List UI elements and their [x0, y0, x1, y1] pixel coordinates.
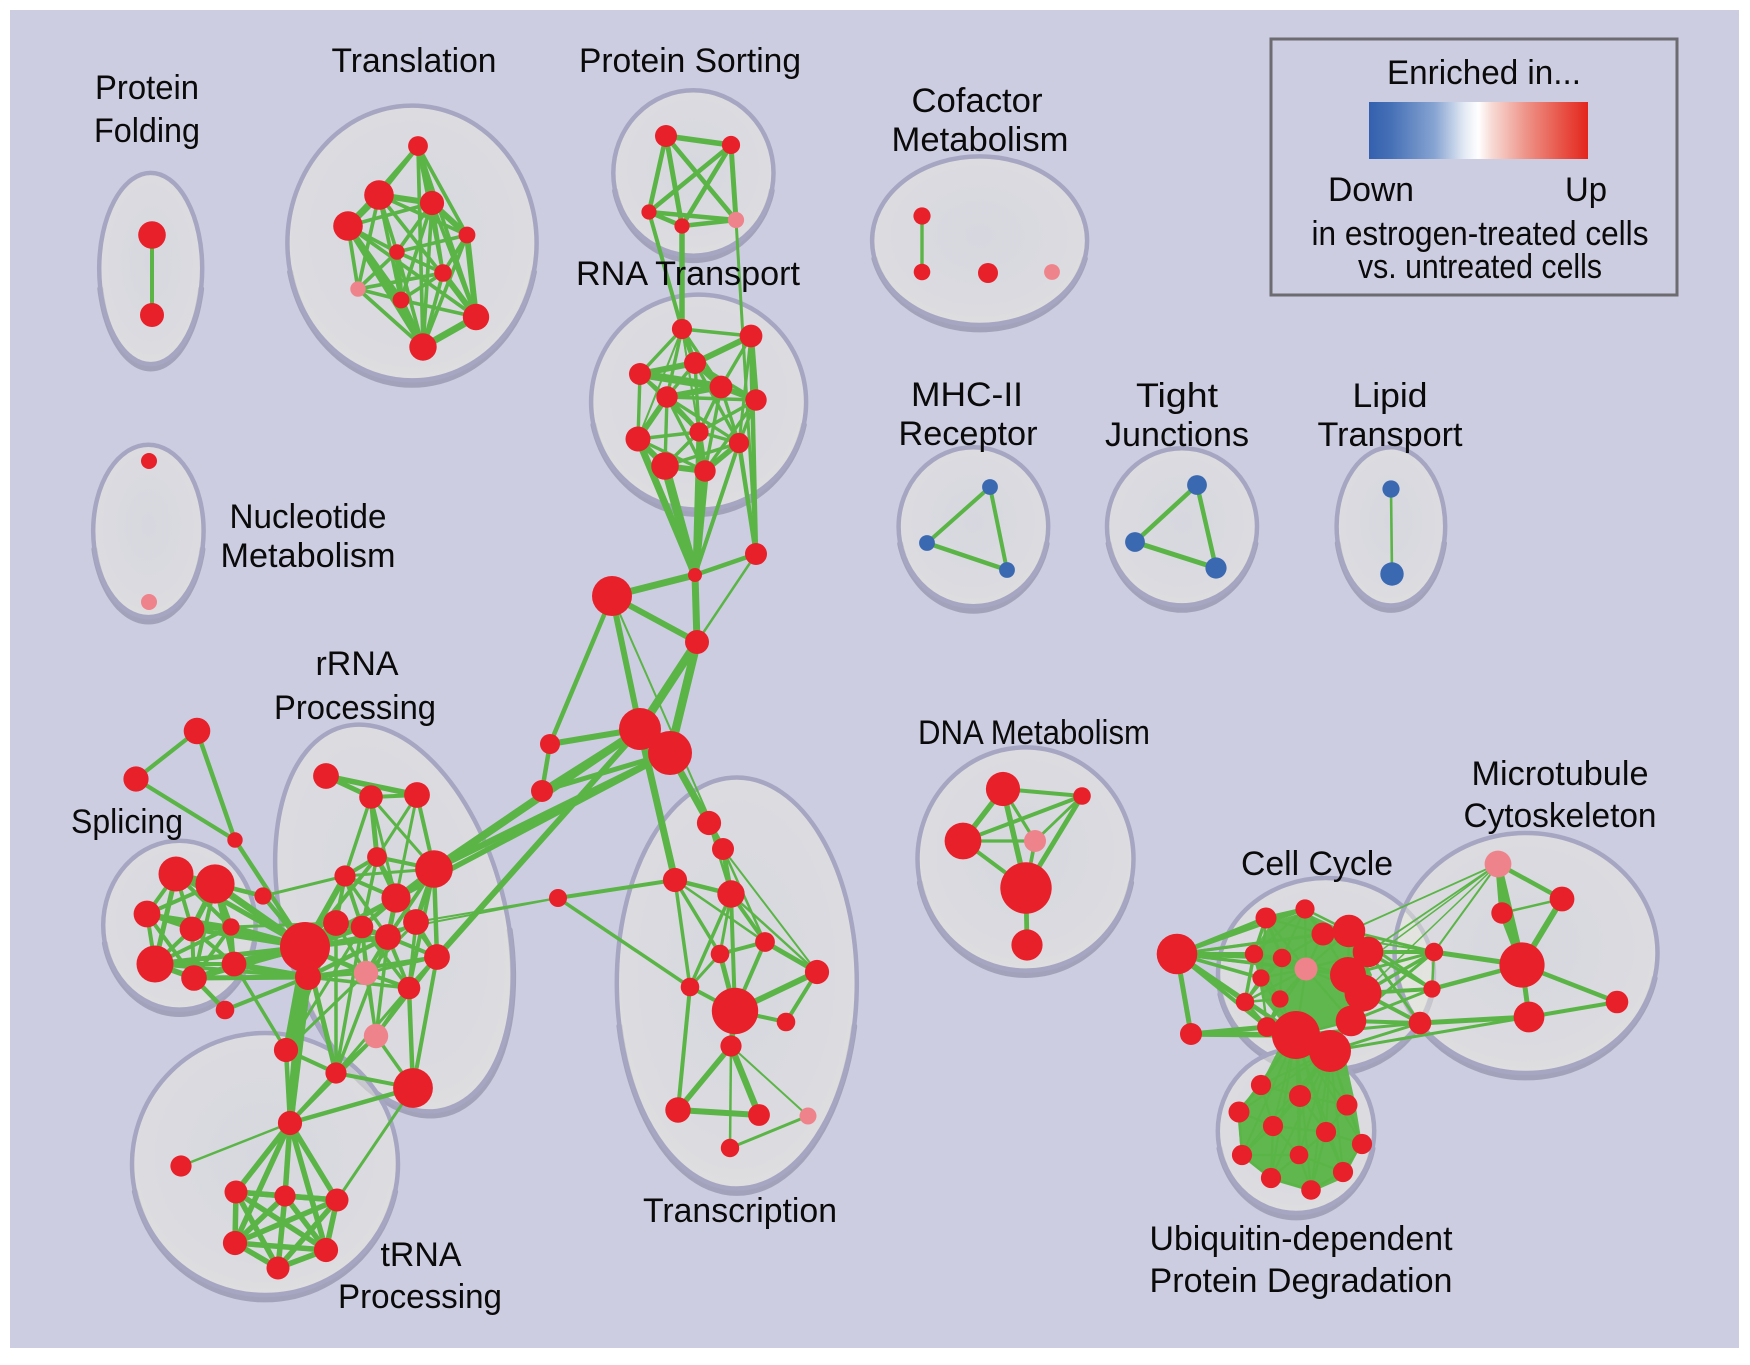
svg-text:Enriched in...: Enriched in... — [1387, 54, 1581, 92]
svg-text:Protein Sorting: Protein Sorting — [579, 42, 801, 80]
svg-text:RNA Transport: RNA Transport — [576, 255, 801, 293]
svg-text:MHC-II: MHC-II — [911, 376, 1023, 414]
svg-text:Cell Cycle: Cell Cycle — [1241, 845, 1393, 883]
svg-text:DNA Metabolism: DNA Metabolism — [918, 714, 1150, 752]
svg-text:rRNA: rRNA — [316, 645, 399, 683]
svg-text:Ubiquitin-dependent: Ubiquitin-dependent — [1150, 1220, 1454, 1258]
svg-text:Processing: Processing — [338, 1278, 502, 1316]
svg-text:Down: Down — [1328, 171, 1414, 209]
svg-text:Splicing: Splicing — [71, 803, 183, 841]
svg-text:Transcription: Transcription — [643, 1192, 837, 1230]
svg-text:Up: Up — [1565, 171, 1607, 209]
svg-text:Junctions: Junctions — [1105, 416, 1249, 454]
svg-text:Protein: Protein — [95, 69, 199, 107]
svg-text:Nucleotide: Nucleotide — [230, 498, 387, 536]
svg-text:Translation: Translation — [332, 42, 497, 80]
svg-text:Transport: Transport — [1318, 416, 1464, 454]
svg-text:Cytoskeleton: Cytoskeleton — [1464, 797, 1657, 835]
svg-text:Metabolism: Metabolism — [221, 537, 396, 575]
svg-text:Receptor: Receptor — [899, 415, 1038, 453]
svg-text:Microtubule: Microtubule — [1472, 755, 1649, 793]
svg-text:Protein Degradation: Protein Degradation — [1150, 1262, 1453, 1300]
svg-text:Processing: Processing — [274, 689, 436, 727]
svg-text:Lipid: Lipid — [1353, 377, 1428, 415]
svg-text:in estrogen-treated cells: in estrogen-treated cells — [1312, 215, 1649, 253]
svg-text:tRNA: tRNA — [381, 1236, 462, 1274]
svg-text:vs. untreated cells: vs. untreated cells — [1358, 248, 1602, 286]
svg-text:Tight: Tight — [1136, 377, 1219, 415]
svg-text:Metabolism: Metabolism — [892, 121, 1069, 159]
svg-text:Folding: Folding — [94, 112, 200, 150]
svg-text:Cofactor: Cofactor — [912, 82, 1043, 120]
